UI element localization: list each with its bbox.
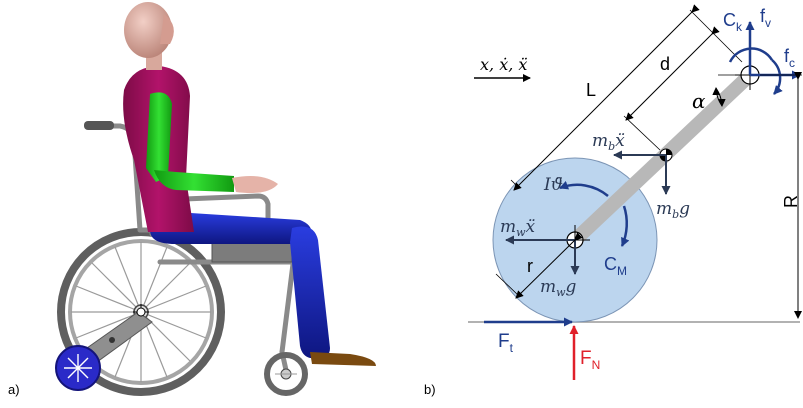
moment-CM: CM	[604, 205, 630, 278]
label-R: R	[781, 195, 801, 208]
label-FN: FN	[580, 348, 600, 372]
label-I-theta: Iϑ̈	[543, 175, 563, 195]
label-Ft: Ft	[498, 331, 514, 355]
wheel-center-marker	[136, 307, 146, 317]
force-FN: FN	[569, 325, 600, 380]
label-d: d	[660, 54, 670, 74]
label-alpha: α	[692, 89, 706, 113]
push-handle	[84, 121, 114, 130]
free-body-diagram: x, ẋ, ẍ L d α Ck	[468, 4, 802, 380]
force-Ft: Ft	[484, 317, 573, 355]
force-mb-inertia: mbẍ	[592, 131, 666, 160]
angle-alpha: α	[692, 74, 750, 113]
dimension-d: d	[623, 26, 720, 151]
person	[123, 2, 376, 366]
moment-I-theta: Iϑ̈	[543, 175, 609, 197]
dimension-R: R	[760, 72, 802, 319]
anti-tip-wheel	[55, 345, 101, 391]
wheelchair-illustration	[55, 2, 376, 396]
label-fv: fv	[760, 6, 771, 30]
label-mb-weight: mbg	[656, 199, 690, 221]
label-r: r	[527, 256, 533, 276]
panel-label-a: a)	[8, 382, 20, 397]
front-caster	[264, 352, 308, 396]
label-L: L	[586, 80, 596, 100]
dimension-r: r	[515, 232, 583, 299]
label-fc: fc	[784, 46, 795, 70]
force-mb-weight: mbg	[656, 155, 690, 221]
label-mb-inertia: mbẍ	[592, 131, 625, 153]
panel-label-b: b)	[424, 382, 436, 397]
label-Ck: Ck	[723, 10, 743, 34]
motion-label: x, ẋ, ẍ	[480, 55, 527, 74]
force-fv: fv	[745, 6, 771, 75]
label-CM: CM	[604, 254, 627, 278]
